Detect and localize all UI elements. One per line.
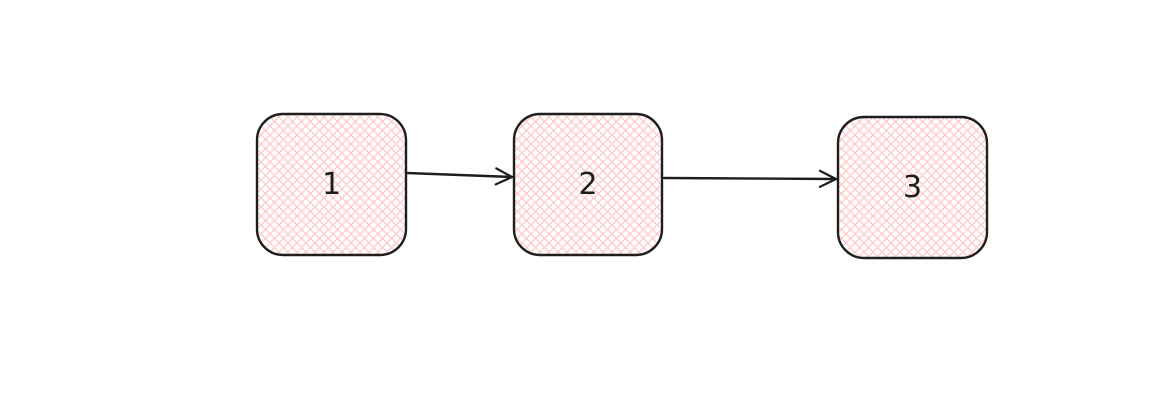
node-1[interactable]: 1 [255, 112, 408, 257]
node-1-label: 1 [322, 167, 341, 202]
arrow-2-to-3[interactable] [662, 169, 838, 189]
arrow-1-to-2[interactable] [405, 167, 514, 186]
node-2-box[interactable] [512, 112, 664, 257]
node-3-box[interactable] [836, 115, 989, 260]
node-1-box[interactable] [255, 112, 408, 257]
node-2[interactable]: 2 [512, 112, 664, 257]
node-2-label: 2 [578, 167, 597, 202]
node-3[interactable]: 3 [836, 115, 989, 260]
node-3-label: 3 [903, 170, 922, 205]
